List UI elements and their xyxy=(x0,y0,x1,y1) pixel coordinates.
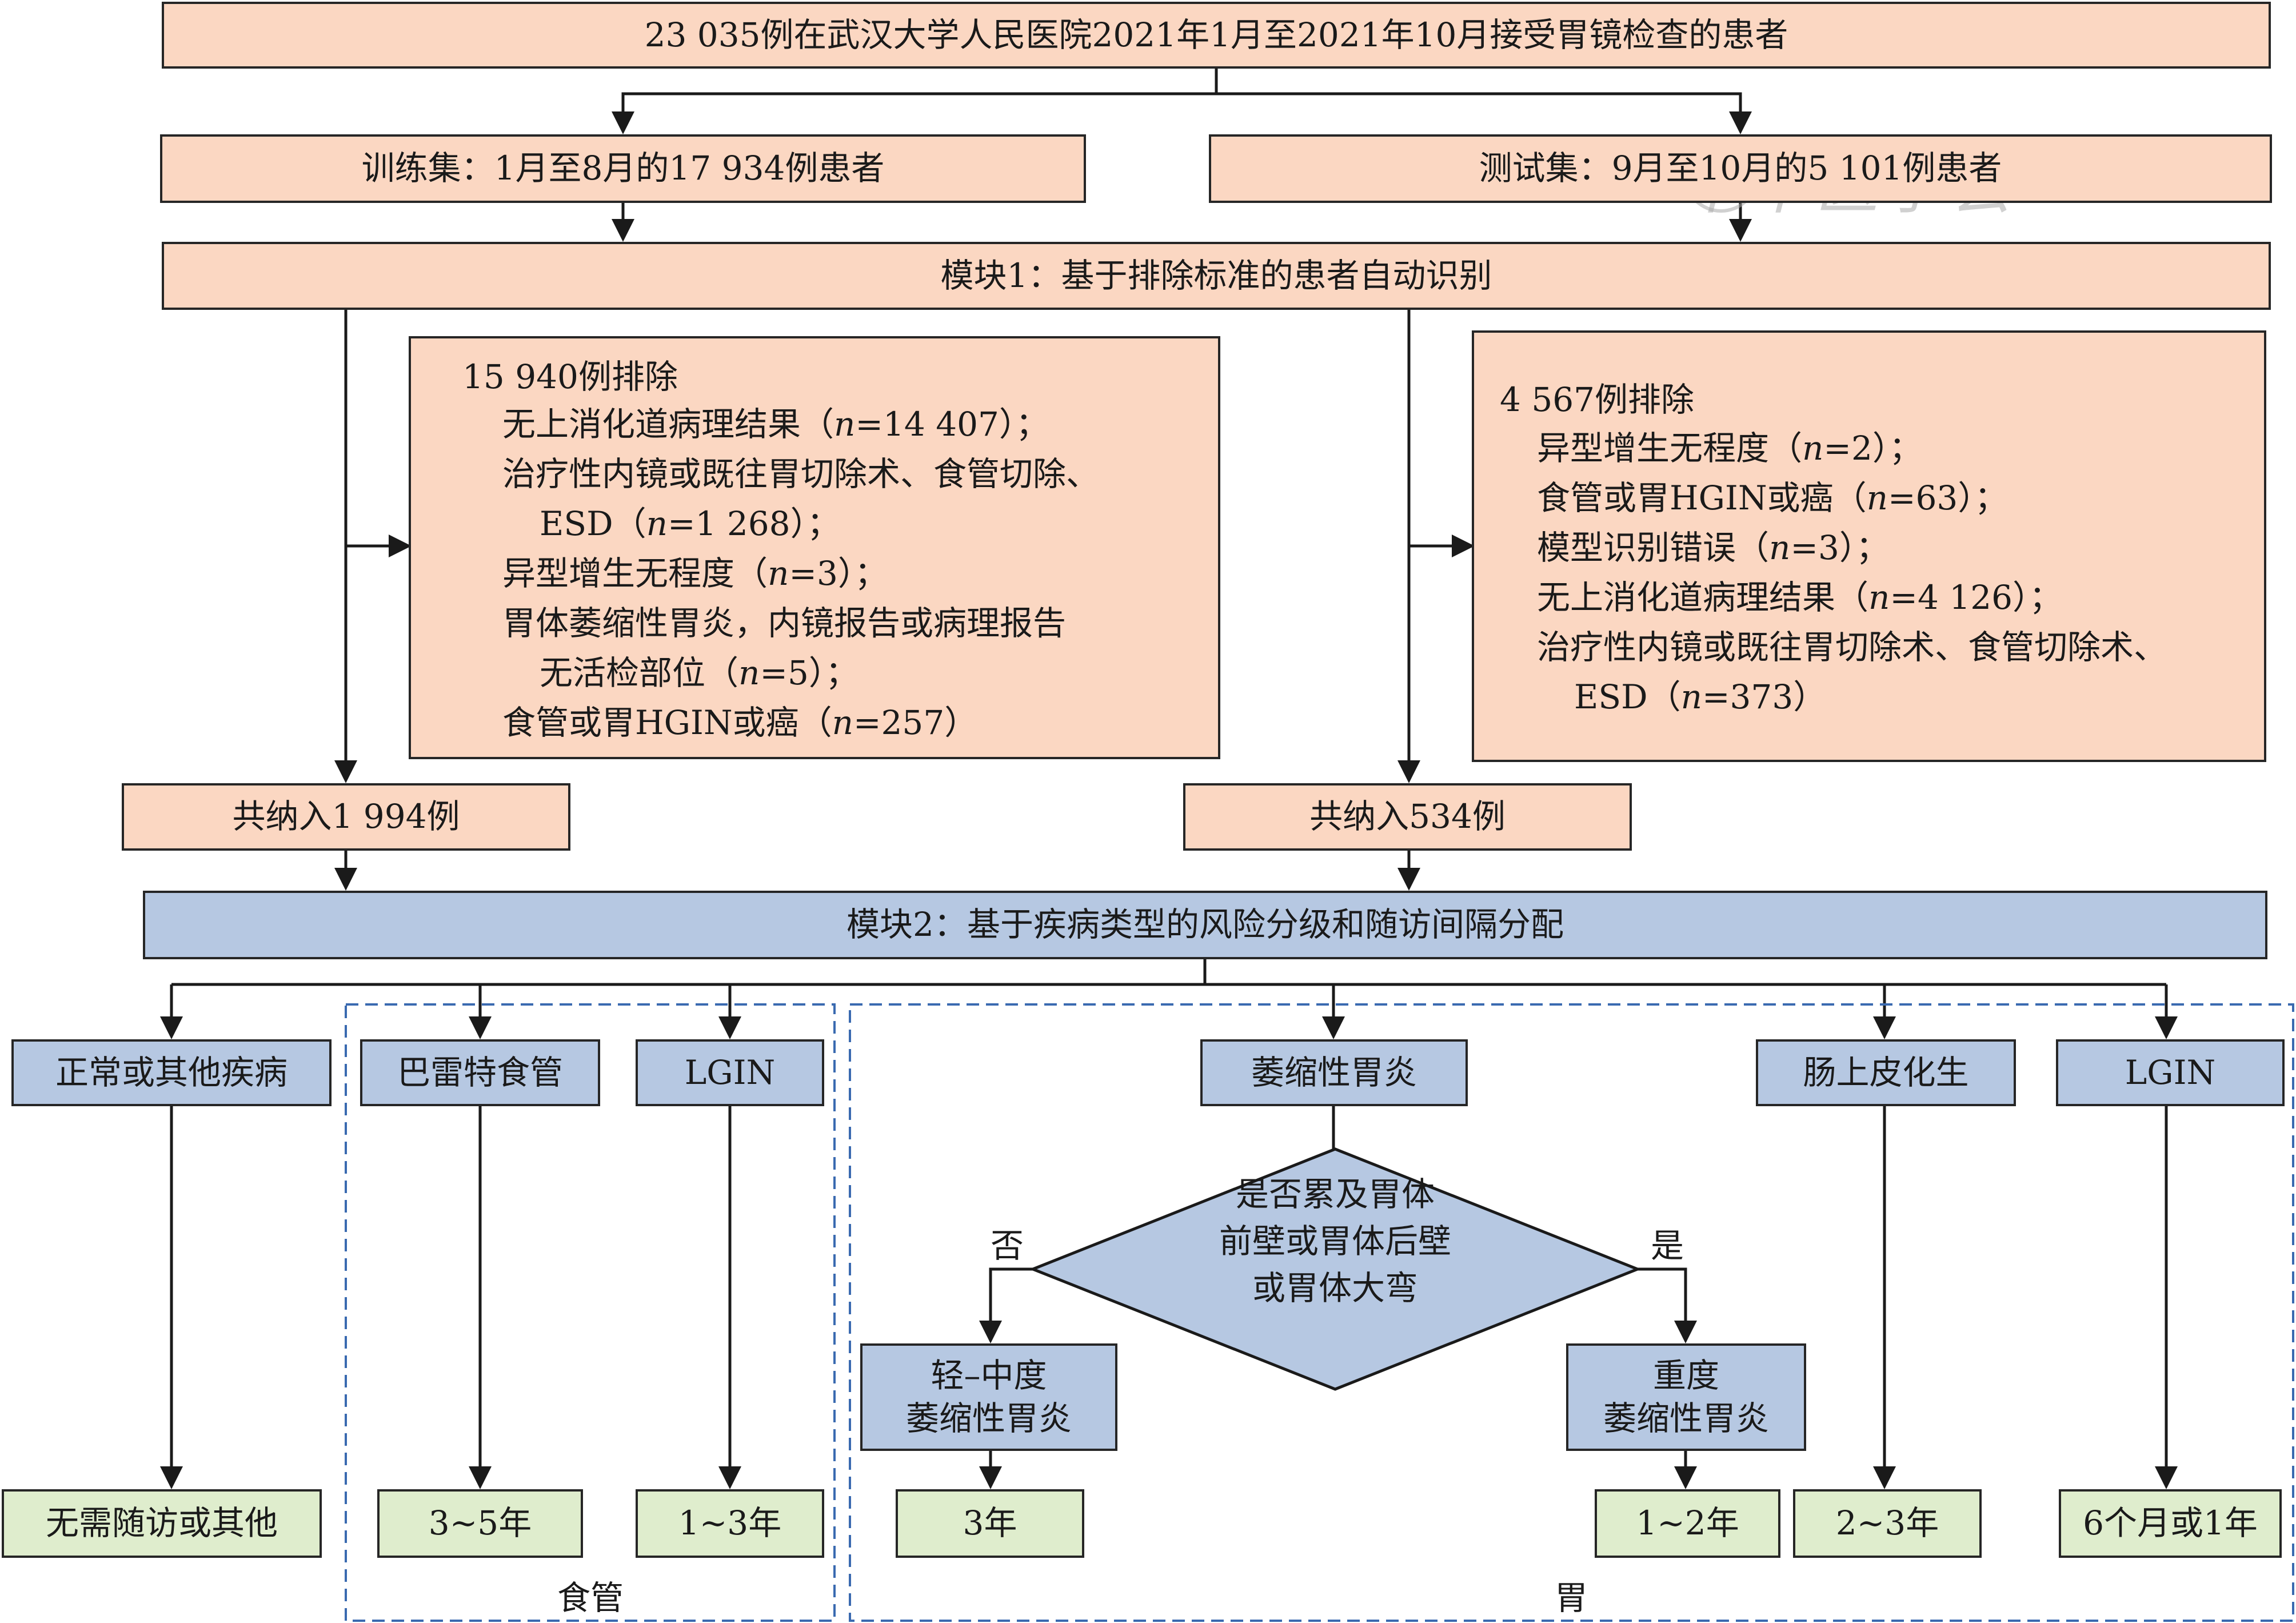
outcome-mild: 3年 xyxy=(896,1489,1084,1558)
exclusion-right-title: 4 567例排除 xyxy=(1500,380,1695,419)
exclusion-left-box: 15 940例排除 无上消化道病理结果（n=14 407）； 治疗性内镜或既往胃… xyxy=(409,336,1220,759)
outcome-severe: 1~2年 xyxy=(1595,1489,1780,1558)
exclusion-left-item: 异型增生无程度（n=3）； xyxy=(502,554,888,593)
total-patients-box: 23 035例在武汉大学人民医院2021年1月至2021年10月接受胃镜检查的患… xyxy=(162,2,2271,69)
exclusion-right-item: 异型增生无程度（n=2）； xyxy=(1537,429,1922,468)
exclusion-left-item: 胃体萎缩性胃炎，内镜报告或病理报告 xyxy=(502,604,1067,643)
category-lgin-esophagus: LGIN xyxy=(636,1039,824,1106)
exclusion-left-title: 15 940例排除 xyxy=(462,357,678,396)
category-lgin-stomach: LGIN xyxy=(2056,1039,2285,1106)
exclusion-right-item: 无上消化道病理结果（n=4 126）； xyxy=(1537,578,2063,617)
exclusion-right-item: ESD（n=373） xyxy=(1574,677,1827,716)
outcome-intestinal-metaplasia: 2~3年 xyxy=(1793,1489,1982,1558)
module2-box: 模块2：基于疾病类型的风险分级和随访间隔分配 xyxy=(143,891,2267,959)
exclusion-left-item: 治疗性内镜或既往胃切除术、食管切除、 xyxy=(502,454,1100,493)
module1-box: 模块1：基于排除标准的患者自动识别 xyxy=(162,242,2271,310)
category-intestinal-metaplasia: 肠上皮化生 xyxy=(1756,1039,2016,1106)
category-atrophic-gastritis: 萎缩性胃炎 xyxy=(1200,1039,1468,1106)
training-set-box: 训练集：1月至8月的17 934例患者 xyxy=(160,134,1086,203)
exclusion-left-item: 无上消化道病理结果（n=14 407）； xyxy=(502,405,1049,444)
outcome-barrett: 3~5年 xyxy=(377,1489,583,1558)
exclusion-right-item: 模型识别错误（n=3）； xyxy=(1537,528,1889,567)
branch-no-label: 否 xyxy=(991,1226,1024,1265)
exclusion-left-item: 食管或胃HGIN或癌（n=257） xyxy=(502,703,978,742)
exclusion-right-box: 4 567例排除 异型增生无程度（n=2）； 食管或胃HGIN或癌（n=63）；… xyxy=(1472,330,2266,762)
category-normal: 正常或其他疾病 xyxy=(11,1039,332,1106)
decision-text: 是否累及胃体 前壁或胃体后壁 或胃体大弯 xyxy=(1219,1175,1451,1307)
test-set-box: 测试集：9月至10月的5 101例患者 xyxy=(1209,134,2272,203)
group-stomach-frame xyxy=(849,1003,2294,1622)
outcome-normal: 无需随访或其他 xyxy=(2,1489,322,1558)
group-esophagus-label: 食管 xyxy=(557,1578,624,1617)
group-stomach-label: 胃 xyxy=(1555,1578,1588,1617)
outcome-lgin-stomach: 6个月或1年 xyxy=(2059,1489,2282,1558)
category-barrett: 巴雷特食管 xyxy=(360,1039,600,1106)
exclusion-left-item: 无活检部位（n=5）； xyxy=(540,653,858,692)
included-left-box: 共纳入1 994例 xyxy=(122,783,570,851)
exclusion-left-item: ESD（n=1 268）； xyxy=(540,504,840,543)
group-esophagus-frame xyxy=(345,1003,836,1622)
mild-moderate-box: 轻–中度萎缩性胃炎 xyxy=(860,1343,1117,1451)
severe-box: 重度萎缩性胃炎 xyxy=(1566,1343,1806,1451)
exclusion-right-item: 食管或胃HGIN或癌（n=63）； xyxy=(1537,478,2008,517)
included-right-box: 共纳入534例 xyxy=(1183,783,1632,851)
branch-yes-label: 是 xyxy=(1651,1226,1684,1265)
outcome-lgin-esophagus: 1~3年 xyxy=(636,1489,824,1558)
exclusion-right-item: 治疗性内镜或既往胃切除术、食管切除术、 xyxy=(1537,628,2167,667)
decision-diamond xyxy=(1029,1147,1642,1391)
